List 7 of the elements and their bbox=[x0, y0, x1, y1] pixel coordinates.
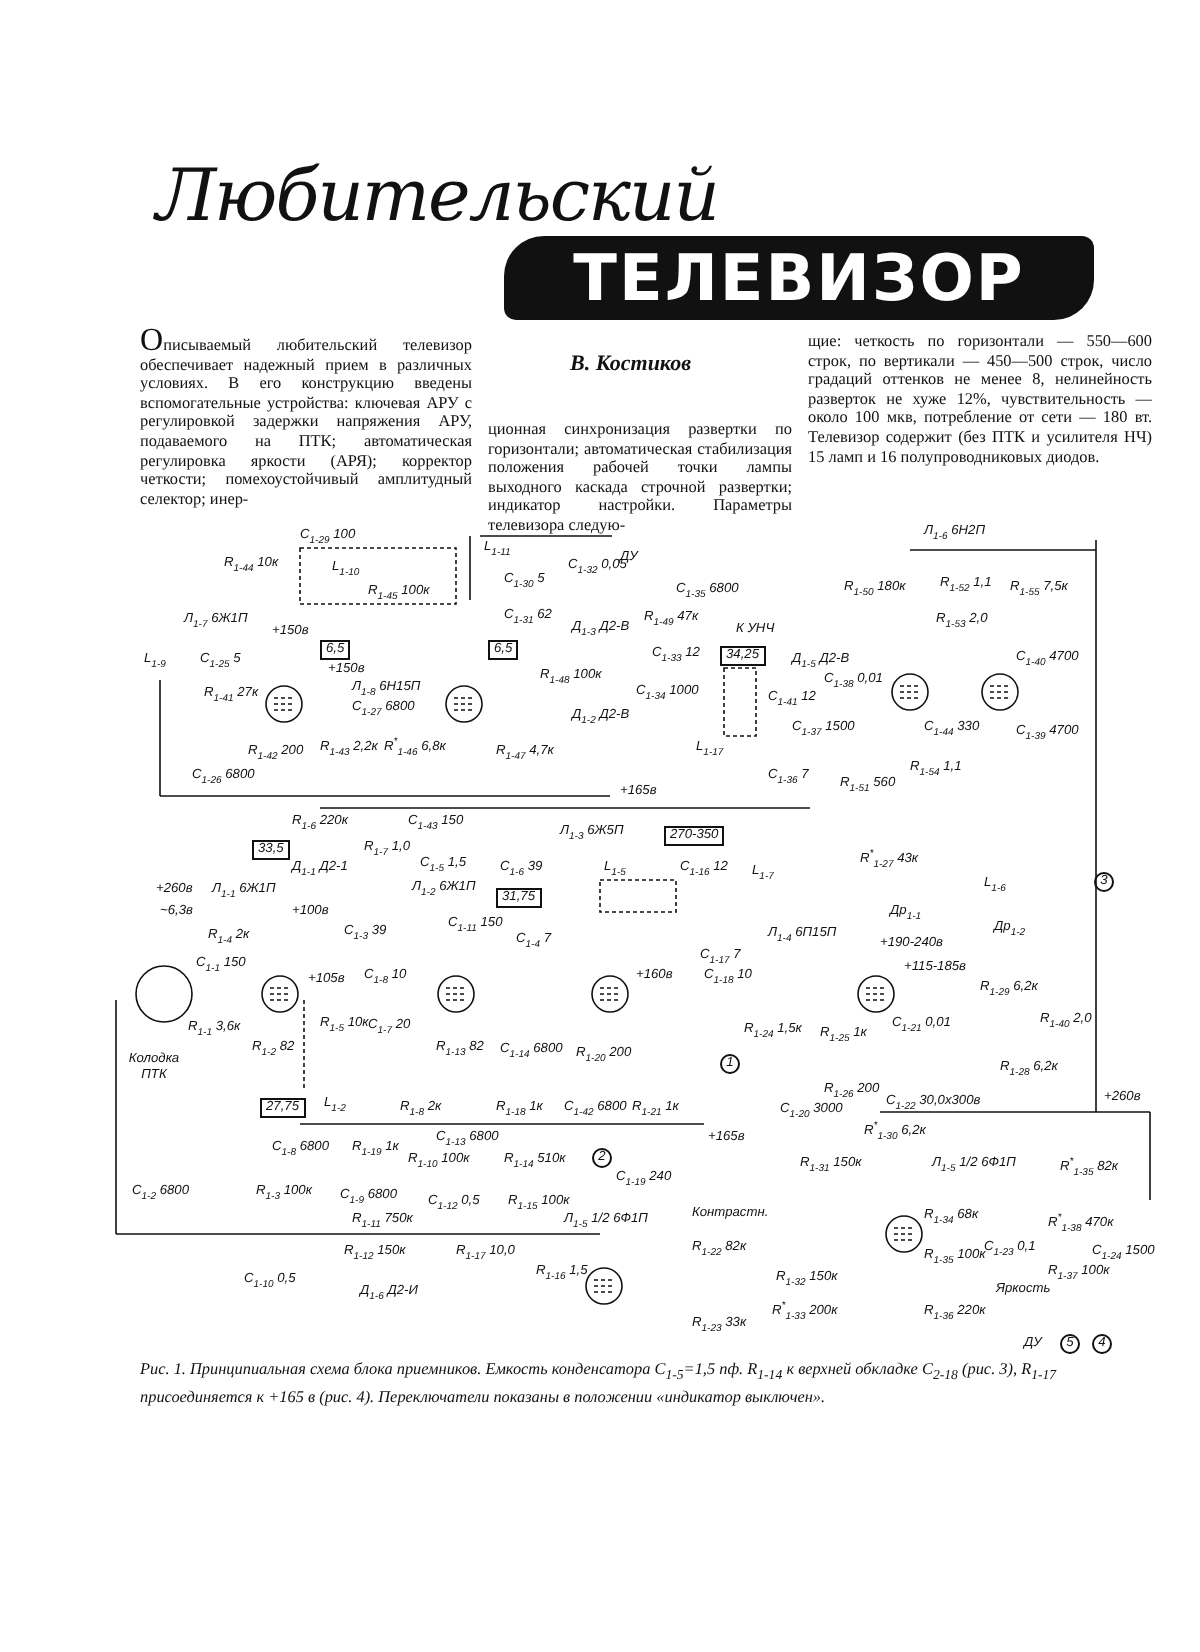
article-paragraph: щие: четкость по горизонтали — 550—600 строк, по вертикали — 450—500 строк, число градаций оттенков не менее 8, нелинейность разверток не хуже 12%, чувствительность — около 100 мкв, потребление от сети — 180 вт. Телевизор содержит (без ПТК и усилителя НЧ) 15 ламп и 16 полупроводниковых диодов. bbox=[808, 332, 1152, 467]
figure-caption: Рис. 1. Принципиальная схема блока приемников. Емкость конденсатора C$_{1-5}$=1,5 пф. R$_{1-14}$ к верхней обкладке C$_{2-18}$ (рис. 3), R$_{1-17}$ присоединяется к +165 в (рис. 4). Переключатели показаны в положении «индикатор выключен». bbox=[140, 1360, 1059, 1408]
heading-script: Любительский bbox=[156, 156, 718, 238]
article-paragraph: Описываемый любительский телевизор обеспечивает надежный прием в различных условиях. В его конструкцию введены вспомогательные устройства: ключевая АРУ с регулировкой задержки напряжения АРУ, подаваемого на ПТК; автоматическая регулировка яркости (АРЯ); корректор четкости; помехоустойчивый амплитудный селектор; инер- bbox=[140, 332, 472, 509]
author-name: В. Костиков bbox=[570, 352, 692, 376]
article-paragraph: ционная синхронизация развертки по горизонтали; автоматическая стабилизация положения рабочей точки лампы выходного каскада строчной развертки; индикатор настройки. Параметры телевизора следую- bbox=[488, 420, 792, 536]
heading-banner: ТЕЛЕВИЗОР bbox=[504, 236, 1094, 320]
